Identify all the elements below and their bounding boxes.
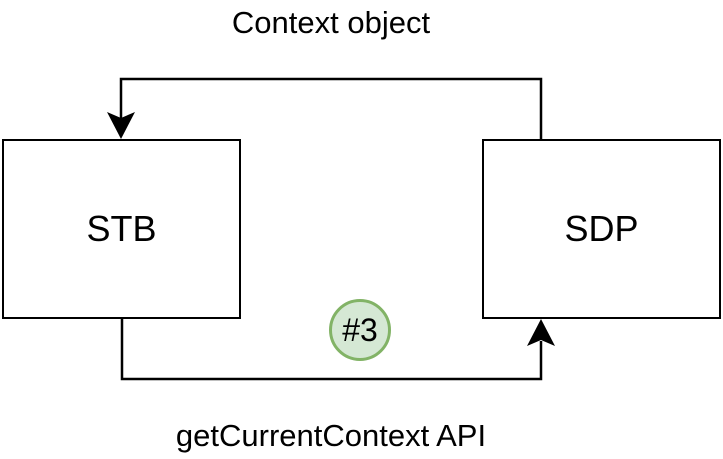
arrowhead-into-sdp: [527, 319, 555, 346]
node-stb: STB: [2, 139, 241, 319]
arrowhead-into-stb: [107, 112, 135, 139]
getcurrentcontext-connector: [120, 319, 543, 381]
getcurrentcontext-label: getCurrentContext API: [175, 418, 487, 453]
node-stb-label: STB: [86, 208, 157, 249]
context-object-connector: [119, 77, 543, 139]
badge-label: #3: [342, 311, 378, 348]
node-sdp-label: SDP: [564, 208, 639, 249]
context-object-label: Context object: [231, 5, 431, 40]
badge-circle: #3: [329, 299, 391, 361]
node-sdp: SDP: [482, 139, 721, 319]
